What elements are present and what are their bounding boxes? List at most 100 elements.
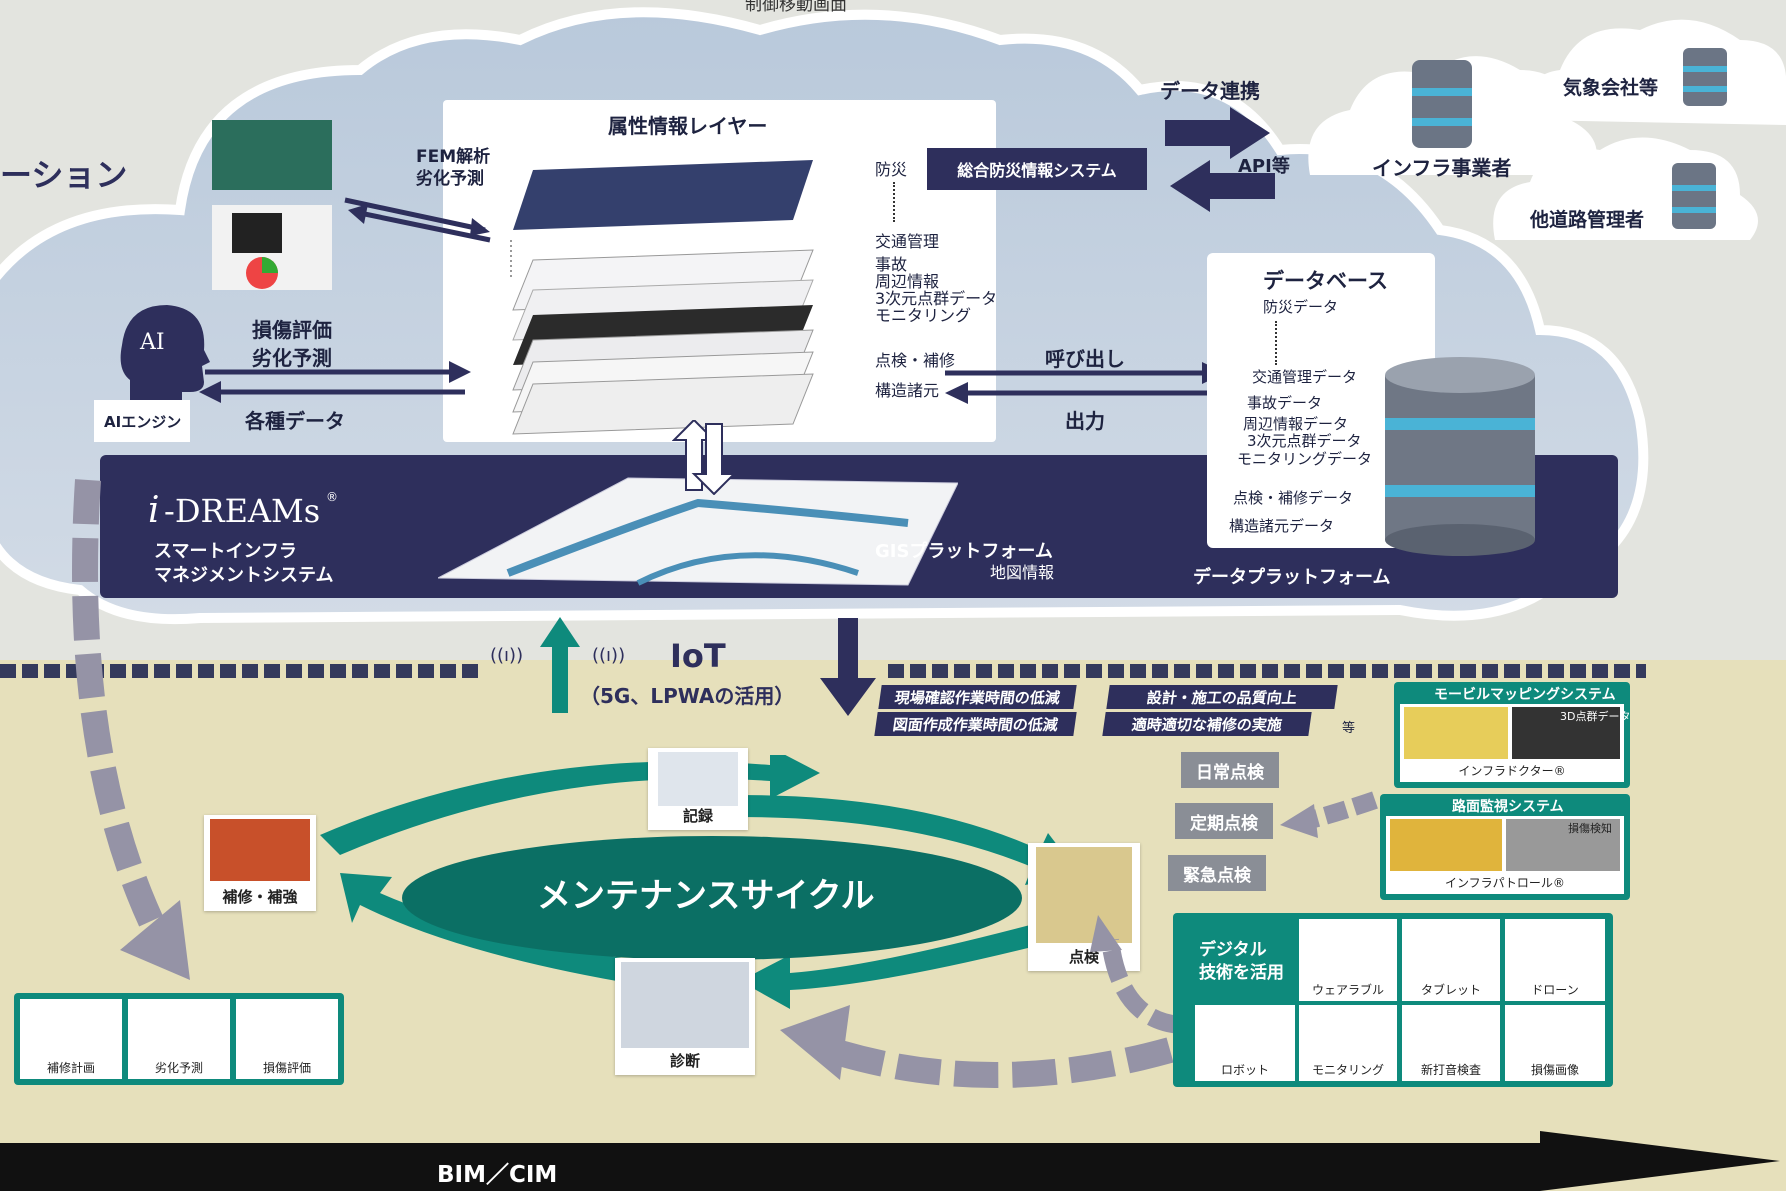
other-road-label: 他道路管理者 [1530,209,1645,231]
logo-i: i [148,490,160,531]
iot-up-arrow [540,617,580,713]
repair-label: 補修・補強 [222,888,298,906]
infra-patrol-label: インフラパトロール® [1445,876,1565,890]
maintenance-cycle-arrows [320,755,1080,1009]
deterioration-label: 劣化予測 [252,346,332,370]
ai-engine-box [94,400,190,442]
layer-sync-arrows [672,420,732,495]
tile-repair-plan-label: 補修計画 [46,1061,95,1075]
db-item-ellipsis [1275,321,1277,365]
data-platform-label: データプラットフォーム [1193,567,1391,588]
digital-tech-panel: デジタル 技術を活用 ウェアラブル タブレット ドローン ロボット モニタリング… [1173,913,1613,1087]
pointcloud-tag: 3D点群データ [1560,710,1631,723]
data-link-label: データ連携 [1160,79,1260,103]
infra-operator-label: インフラ事業者 [1372,156,1512,180]
data-link-arrows [1165,107,1275,212]
platform-subtitle-2: マネジメントシステム [154,565,334,586]
periodic-inspection-box: 定期点検 [1175,803,1273,839]
layer-item-surrounding: 周辺情報 [875,272,940,291]
weather-company-label: 気象会社等 [1563,77,1659,99]
diagnose-label: 診断 [669,1052,700,1070]
api-label: API等 [1238,156,1290,177]
tile-hammer-test-label: 新打音検査 [1420,1063,1481,1077]
ai-head-label: AI [140,330,165,355]
db-item-structure: 構造諸元データ [1229,517,1335,535]
layer-stack-image [510,160,814,435]
db-item-monitoring: モニタリングデータ [1237,450,1373,468]
tile-repair-plan: 補修計画 [20,999,122,1079]
layer-item-accident: 事故 [875,255,908,274]
diagnose-card: 診断 [615,958,755,1075]
inspect-image [1036,847,1132,943]
tile-drone: ドローン [1505,919,1605,1001]
cycle-ellipse [402,836,1022,960]
diagnose-image [621,962,749,1048]
logo-name: -DREAMs [164,492,321,530]
mobile-mapping-title: モービルマッピングシステム [1434,687,1616,703]
tile-monitoring-label: モニタリング [1311,1063,1384,1077]
iot-subtitle: （5G、LPWAの活用） [580,684,795,708]
layer-item-inspection: 点検・補修 [875,351,956,370]
platform-subtitle-1: スマートインフラ [154,541,297,562]
fem-analysis-image [212,120,332,190]
tile-damage-eval-label: 損傷評価 [262,1061,311,1075]
database-title: データベース [1263,269,1388,293]
tile-tablet-label: タブレット [1420,983,1481,997]
signal-icon-left: ((ı)) [490,645,524,666]
layer-item-ellipsis [893,182,895,222]
damage-detect-image [1506,819,1620,871]
tile-drone-label: ドローン [1531,983,1579,997]
tile-wearable: ウェアラブル [1299,919,1397,1001]
infra-doctor-label: インフラドクター® [1458,764,1566,778]
db-item-inspection: 点検・補修データ [1233,489,1354,507]
tile-robot: ロボット [1195,1005,1295,1081]
layer-item-bousai: 防災 [875,160,908,179]
ai-head-icon [120,305,210,410]
db-exchange-arrows [945,362,1225,404]
road-monitor-panel: 路面監視システム 損傷検知 インフラパトロール® [1380,794,1630,900]
call-label: 呼び出し [1045,347,1125,371]
attribute-layer-panel: 属性情報レイヤー 防災 交通管理 事故 周辺情報 3次元点群データ モニタリング… [443,100,997,442]
digital-title-1: デジタル [1199,940,1267,960]
tile-monitoring: モニタリング [1299,1005,1397,1081]
tile-tablet: タブレット [1402,919,1500,1001]
tile-deterioration-label: 劣化予測 [154,1061,203,1075]
gis-label: GISプラットフォーム [875,541,1053,562]
emergency-inspection-box: 緊急点検 [1168,855,1266,891]
gis-map-image [438,477,958,586]
ai-exchange-arrows [199,361,471,403]
tile-hammer-test: 新打音検査 [1402,1005,1500,1081]
deterioration-chart-image [212,205,332,290]
left-heading: ーション [0,156,128,194]
repair-image [210,819,310,881]
infra-db-icon [1412,60,1472,148]
feedback-arrows [72,479,1182,1088]
layer-item-traffic: 交通管理 [875,232,940,251]
db-item-pointcloud: 3次元点群データ [1247,432,1362,450]
attribute-layer-title: 属性情報レイヤー [608,114,768,138]
benefits-etc: 等 [1342,721,1356,736]
tile-damage-image-label: 損傷画像 [1530,1063,1579,1077]
tile-robot-label: ロボット [1220,1063,1269,1077]
fem-exchange-arrows [344,197,491,243]
various-data-label: 各種データ [245,409,345,433]
tile-damage-image: 損傷画像 [1505,1005,1605,1081]
mobile-mapping-tile: 3D点群データ インフラドクター® [1400,704,1630,782]
layer-item-structure: 構造諸元 [875,381,940,400]
signal-icon-right: ((ı)) [592,645,626,666]
bim-cim-bar [0,1143,1540,1191]
tile-deterioration: 劣化予測 [128,999,230,1079]
bim-cim-label: BIM／CIM [437,1162,558,1188]
db-item-accident: 事故データ [1247,394,1323,412]
other-road-db-icon [1672,163,1716,229]
map-info-label: 地図情報 [990,563,1055,582]
separator-right [888,664,1646,678]
road-monitor-title: 路面監視システム [1452,799,1564,815]
infra-doctor-car-image [1404,707,1508,759]
inspect-label: 点検 [1068,948,1099,966]
db-item-surrounding: 周辺情報データ [1243,415,1349,433]
pie-chart-icon [232,213,282,289]
repair-card: 補修・補強 [204,815,316,911]
tile-damage-eval: 損傷評価 [236,999,338,1079]
output-label: 出力 [1065,409,1105,433]
